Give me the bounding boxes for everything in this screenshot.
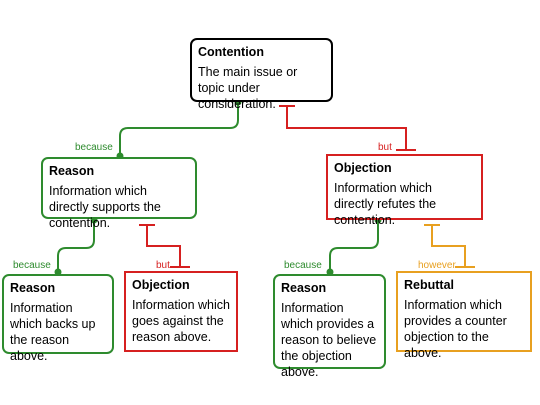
objection-node-top[interactable]: Objection Information which directly ref… (326, 154, 483, 227)
node-body: Information which provides a counter obj… (404, 298, 507, 360)
node-title: Objection (334, 161, 392, 175)
connector-dot (326, 268, 334, 276)
connector-objection-top-to-contention (286, 107, 407, 149)
connector-rebuttal-to-objection-top (431, 225, 466, 266)
connector-dot (54, 268, 62, 276)
connector-objection1-to-reason-top (146, 225, 181, 266)
link-label-because-left: because (13, 260, 51, 271)
link-label-but-left: but (156, 260, 170, 271)
rebuttal-node-1[interactable]: Rebuttal Information which provides a co… (396, 271, 532, 360)
link-label-because-top: because (75, 142, 113, 153)
objection-node-1[interactable]: Objection Information which goes against… (124, 271, 238, 352)
link-label-because-right: because (284, 260, 322, 271)
node-title: Contention (198, 45, 264, 59)
node-title: Reason (10, 281, 56, 295)
connector-reason1-to-reason-top (57, 219, 95, 274)
link-label-but-top: but (378, 142, 392, 153)
node-body: Information which backs up the reason ab… (10, 301, 96, 363)
reason-node-1[interactable]: Reason Information which backs up the re… (2, 274, 114, 363)
node-title: Reason (49, 164, 95, 178)
node-body: Information which provides a reason to b… (281, 301, 377, 379)
contention-node[interactable]: Contention The main issue or topic under… (190, 38, 333, 111)
node-body: Information which directly refutes the c… (334, 181, 437, 227)
node-body: The main issue or topic under considerat… (198, 65, 298, 111)
node-title: Rebuttal (404, 278, 454, 292)
node-title: Reason (281, 281, 327, 295)
connector-reason2-to-objection-top (329, 219, 379, 274)
node-title: Objection (132, 278, 190, 292)
link-label-however-right: however (418, 260, 456, 271)
reason-node-2[interactable]: Reason Information which provides a reas… (273, 274, 386, 379)
connector-reason-top-to-contention (119, 102, 239, 157)
node-body: Information which goes against the reaso… (132, 298, 230, 344)
node-body: Information which directly supports the … (49, 184, 161, 230)
reason-node-top[interactable]: Reason Information which directly suppor… (41, 157, 197, 230)
